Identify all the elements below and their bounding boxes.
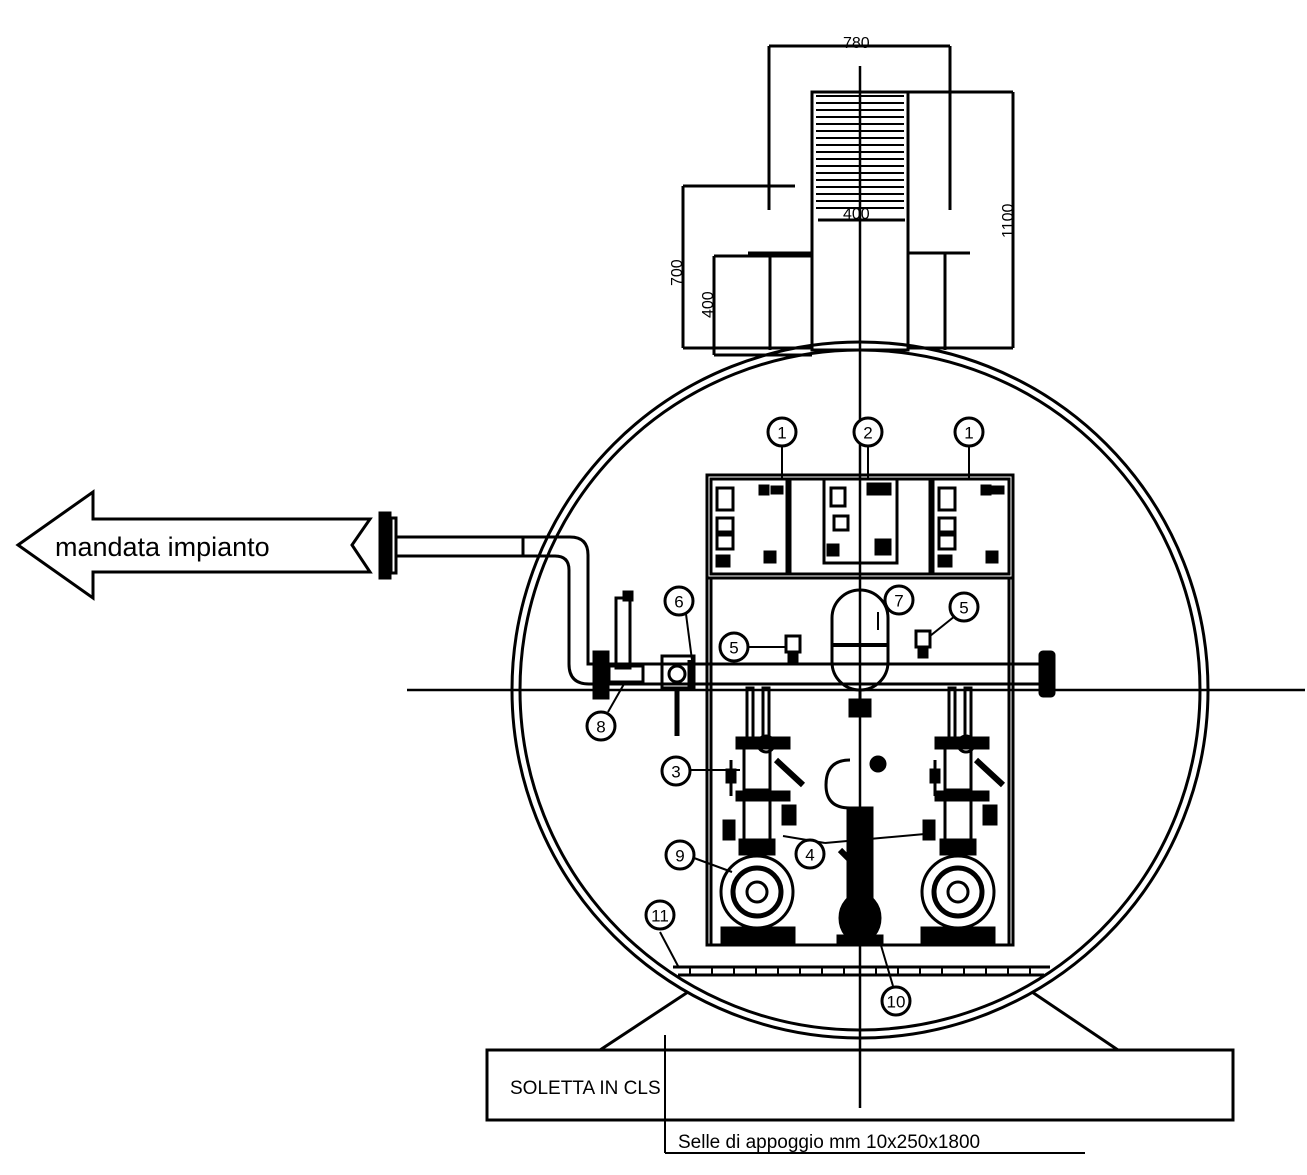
callout-text-6: 6	[674, 593, 683, 612]
callout-text-10: 10	[887, 993, 906, 1012]
callout-text-5-right: 5	[959, 599, 968, 618]
expansion-vessel	[830, 588, 890, 700]
control-panel-left	[709, 477, 789, 576]
saddles-label: Selle di appoggio mm 10x250x1800	[678, 1132, 980, 1153]
callout-text-5-left: 5	[729, 639, 738, 658]
control-panel-right	[931, 477, 1011, 576]
dim-inner-width: 400	[843, 206, 870, 223]
dimension-lines	[767, 44, 952, 210]
callout-numbers: 1 2 1 5 7 5 6 8 3 4 9 11 10	[596, 424, 973, 1012]
gauge-assembly	[592, 590, 645, 700]
callout-1-left	[766, 416, 798, 448]
callout-text-9: 9	[675, 847, 684, 866]
callout-5-right	[948, 591, 980, 623]
valve-assembly	[660, 654, 696, 736]
callout-4	[794, 838, 826, 870]
callout-text-2: 2	[863, 424, 872, 443]
callout-2	[852, 416, 884, 448]
callout-8	[585, 710, 617, 742]
callout-9	[664, 839, 696, 871]
callout-7	[883, 584, 915, 616]
dim-left-height: 700	[669, 259, 686, 286]
outlet-label: mandata impianto	[55, 532, 270, 562]
tank-shell	[510, 340, 1210, 1040]
callout-text-3: 3	[671, 763, 680, 782]
callout-balloons	[585, 416, 985, 1017]
callout-5-left	[718, 631, 750, 663]
dim-top-width: 780	[843, 35, 870, 52]
control-panel-center	[788, 477, 932, 576]
pump-group-right	[920, 686, 1006, 946]
pressure-switches	[784, 629, 932, 664]
pump-group-left	[719, 686, 806, 946]
outlet-pipe	[378, 511, 1056, 698]
callout-6	[663, 585, 695, 617]
dim-total-height: 1100	[1000, 203, 1017, 238]
callout-11	[644, 899, 676, 931]
callout-text-11: 11	[651, 907, 669, 926]
callout-text-1-left: 1	[777, 424, 786, 443]
callout-1-right	[953, 416, 985, 448]
callout-text-7: 7	[894, 592, 903, 611]
callout-10	[880, 985, 912, 1017]
callout-text-4: 4	[805, 846, 814, 865]
callout-text-8: 8	[596, 718, 605, 737]
concrete-slab	[485, 990, 1235, 1122]
outlet-arrow	[15, 489, 373, 601]
dim-left-inner-height: 400	[700, 291, 717, 318]
floor-grating-ticks	[689, 967, 1031, 975]
center-pump	[824, 698, 887, 946]
tank-floor	[673, 965, 1050, 977]
leader-lines	[607, 446, 1085, 1154]
slab-label: SOLETTA IN CLS	[510, 1078, 661, 1099]
callout-text-1-right: 1	[964, 424, 973, 443]
callout-3	[660, 755, 692, 787]
